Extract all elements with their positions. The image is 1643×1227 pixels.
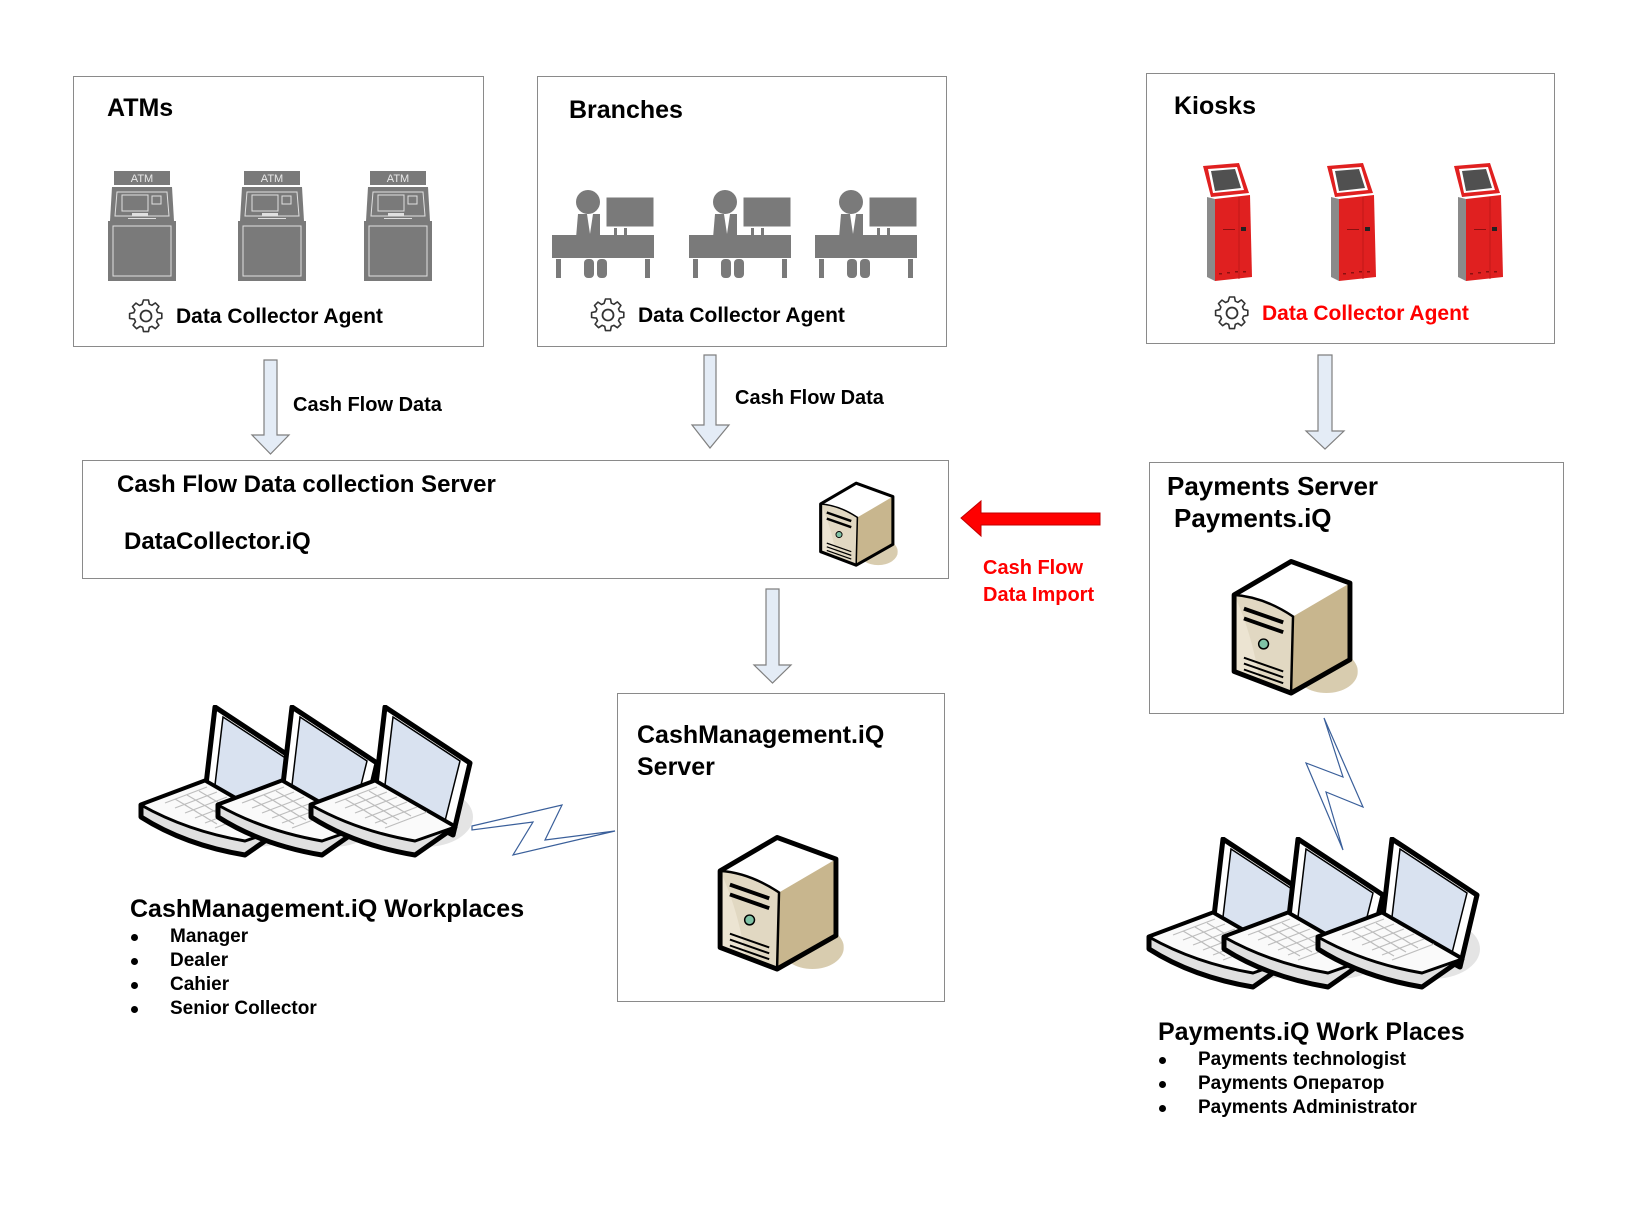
laptop-icon	[1312, 837, 1482, 997]
cashmanagement-server-title-line2: Server	[637, 753, 715, 781]
bullet-icon	[131, 925, 139, 949]
kiosks-agent-label: Data Collector Agent	[1262, 301, 1469, 325]
payments-server-title: Payments Server	[1167, 471, 1379, 501]
collector-server-title: Cash Flow Data collection Server	[117, 471, 496, 498]
role-label: Senior Collector	[170, 998, 317, 1019]
cashmanagement-roles-list: Manager Dealer Cahier Senior Collector	[131, 925, 317, 1021]
bullet-icon	[1159, 1072, 1167, 1096]
flow-arrow-collector-to-cashmanagement	[752, 588, 793, 684]
branches-title: Branches	[569, 96, 683, 124]
branches-agent-label: Data Collector Agent	[638, 303, 845, 327]
payments-server-product: Payments.iQ	[1174, 503, 1332, 533]
role-item: Payments Оператор	[1159, 1072, 1417, 1096]
collector-server-product: DataCollector.iQ	[124, 528, 311, 555]
collector-server-box	[82, 460, 949, 579]
role-label: Payments Оператор	[1198, 1073, 1385, 1094]
data-import-label-line1: Cash Flow	[983, 557, 1084, 579]
laptop-icon	[305, 705, 475, 865]
branches-agent: Data Collector Agent	[590, 297, 845, 333]
flow-arrow-branches-to-collector	[690, 354, 731, 449]
flow-label-branches: Cash Flow Data	[735, 387, 884, 409]
atms-agent-label: Data Collector Agent	[176, 304, 383, 328]
bullet-icon	[1159, 1096, 1167, 1120]
data-import-arrow	[960, 499, 1101, 538]
role-label: Dealer	[170, 950, 229, 971]
role-item: Senior Collector	[131, 997, 317, 1021]
role-label: Cahier	[170, 974, 230, 995]
payments-workplaces-title: Payments.iQ Work Places	[1158, 1018, 1465, 1046]
role-label: Payments technologist	[1198, 1049, 1406, 1070]
role-item: Cahier	[131, 973, 317, 997]
kiosks-title: Kiosks	[1174, 92, 1256, 120]
role-item: Payments Administrator	[1159, 1096, 1417, 1120]
flow-arrow-kiosks-to-payments	[1304, 354, 1346, 450]
cashmanagement-workplaces-title: CashManagement.iQ Workplaces	[130, 895, 525, 923]
bullet-icon	[131, 997, 139, 1021]
payments-roles-list: Payments technologist Payments Оператор …	[1159, 1048, 1417, 1120]
role-item: Manager	[131, 925, 317, 949]
role-label: Manager	[170, 926, 249, 947]
bullet-icon	[131, 973, 139, 997]
atms-agent: Data Collector Agent	[128, 298, 383, 334]
flow-label-atms: Cash Flow Data	[293, 394, 442, 416]
data-import-label-line2: Data Import	[983, 584, 1095, 606]
cashmanagement-server-title-line1: CashManagement.iQ	[637, 721, 885, 749]
bullet-icon	[131, 949, 139, 973]
role-item: Dealer	[131, 949, 317, 973]
role-label: Payments Administrator	[1198, 1097, 1417, 1118]
role-item: Payments technologist	[1159, 1048, 1417, 1072]
kiosks-agent: Data Collector Agent	[1214, 295, 1469, 331]
atms-title: ATMs	[107, 94, 174, 122]
bullet-icon	[1159, 1048, 1167, 1072]
flow-arrow-atms-to-collector	[250, 359, 291, 455]
